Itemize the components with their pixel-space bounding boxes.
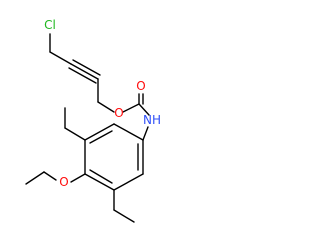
bond-ring-ether-o bbox=[70, 173, 86, 183]
atom-labels: Cl O O NH O bbox=[44, 18, 161, 189]
chlorine-atom-label: Cl bbox=[44, 18, 56, 32]
triple-bond-line-1 bbox=[70, 63, 99, 80]
bond-ester-o-carbonyl bbox=[122, 103, 140, 113]
bond-ether-o-ch2 bbox=[43, 171, 57, 181]
ethyl-top-bond-1 bbox=[64, 127, 86, 141]
ring-double-inner-2 bbox=[89, 169, 113, 184]
ring-bond-3 bbox=[84, 173, 115, 191]
ring-double-inner-3 bbox=[89, 130, 113, 144]
triple-bond-line-2 bbox=[72, 59, 101, 76]
ring-bond-2 bbox=[113, 173, 144, 191]
bond-carbonyl-nh bbox=[138, 103, 150, 116]
ethyl-bottom-bond-2 bbox=[113, 209, 135, 223]
ring-bond-6 bbox=[113, 123, 144, 141]
bond-ch2-alkyne bbox=[49, 51, 72, 65]
ether-oxygen-atom-label: O bbox=[59, 175, 68, 189]
bonds bbox=[25, 33, 150, 223]
carbonyl-oxygen-atom-label: O bbox=[136, 79, 145, 93]
amide-nitrogen-atom-label: NH bbox=[143, 113, 161, 127]
ester-oxygen-atom-label: O bbox=[114, 106, 123, 120]
ring-bond-5 bbox=[84, 123, 115, 141]
bond-ch2-ester-o bbox=[97, 101, 115, 113]
triple-bond-line-3 bbox=[68, 67, 97, 84]
bond-ch2-ch3 bbox=[25, 171, 45, 185]
chemical-structure-diagram: Cl O O NH O bbox=[25, 18, 161, 223]
bond-nh-ring bbox=[142, 126, 149, 141]
